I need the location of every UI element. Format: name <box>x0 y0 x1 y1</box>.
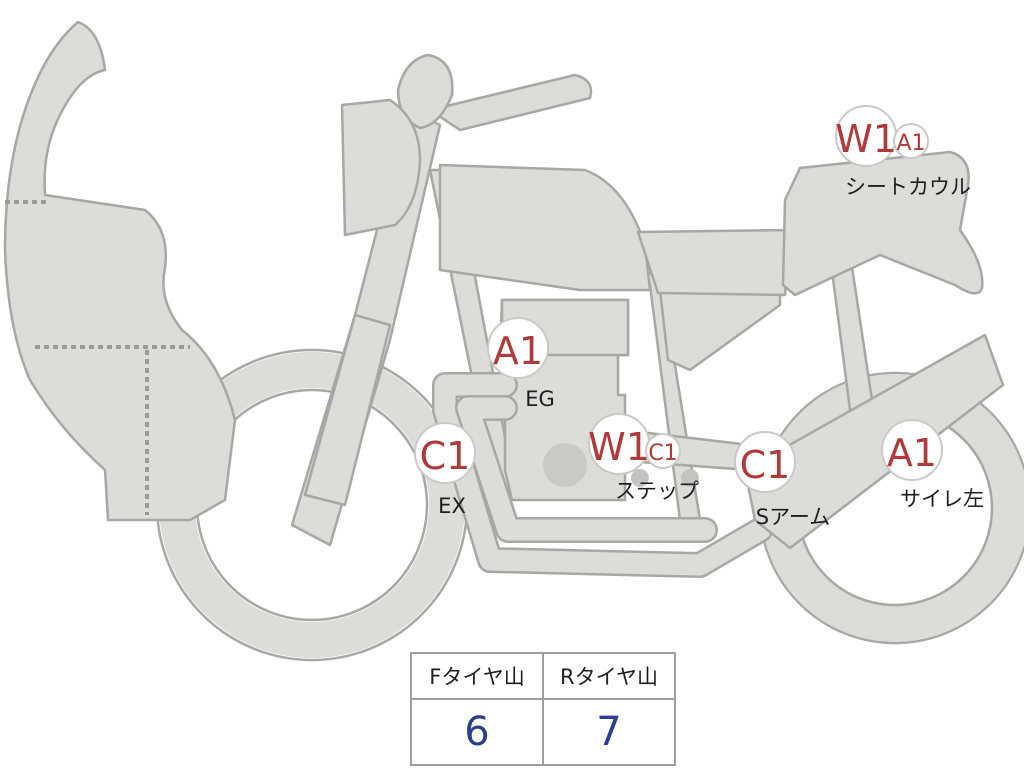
badge-step-w1: W1 <box>588 413 650 475</box>
exhaust-pipes <box>432 372 773 578</box>
svg-text:W1: W1 <box>588 425 650 469</box>
front-tire-tread-value: 6 <box>410 698 544 766</box>
label-side-left: サイレ左 <box>900 487 984 511</box>
label-step: ステップ <box>615 479 699 503</box>
label-seat-cowl: シートカウル <box>845 175 971 199</box>
svg-text:A1: A1 <box>887 431 937 475</box>
badge-seat-cowl-w1: W1 <box>835 105 897 167</box>
svg-text:W1: W1 <box>835 117 897 161</box>
seat <box>636 228 792 297</box>
side-cover <box>658 288 782 372</box>
badge-engine-a1: A1 <box>487 317 549 379</box>
rear-tire-tread-value: 7 <box>542 698 676 766</box>
front-fairing <box>3 20 237 522</box>
label-exhaust: EX <box>438 494 466 518</box>
svg-text:C1: C1 <box>740 443 791 487</box>
tire-tread-table: Fタイヤ山 Rタイヤ山 6 7 <box>410 652 676 766</box>
label-engine: EG <box>525 387 555 411</box>
fork-guard <box>303 313 392 507</box>
badge-side-left-a1: A1 <box>881 419 943 481</box>
headlight-cowl <box>340 98 422 237</box>
svg-text:C1: C1 <box>420 434 471 478</box>
svg-text:A1: A1 <box>896 131 925 156</box>
badge-swingarm-c1: C1 <box>734 431 796 493</box>
seat-cowl <box>781 150 984 297</box>
svg-text:C1: C1 <box>648 441 677 466</box>
label-swingarm: Sアーム <box>756 505 830 529</box>
badge-seat-cowl-a1: A1 <box>893 123 929 159</box>
fuel-tank <box>438 163 652 292</box>
badge-exhaust-c1: C1 <box>414 422 476 484</box>
badge-step-c1: C1 <box>645 433 681 469</box>
front-tire-tread-header: Fタイヤ山 <box>410 652 544 700</box>
svg-text:A1: A1 <box>493 329 543 373</box>
handlebar <box>428 73 593 132</box>
rear-tire-tread-header: Rタイヤ山 <box>542 652 676 700</box>
